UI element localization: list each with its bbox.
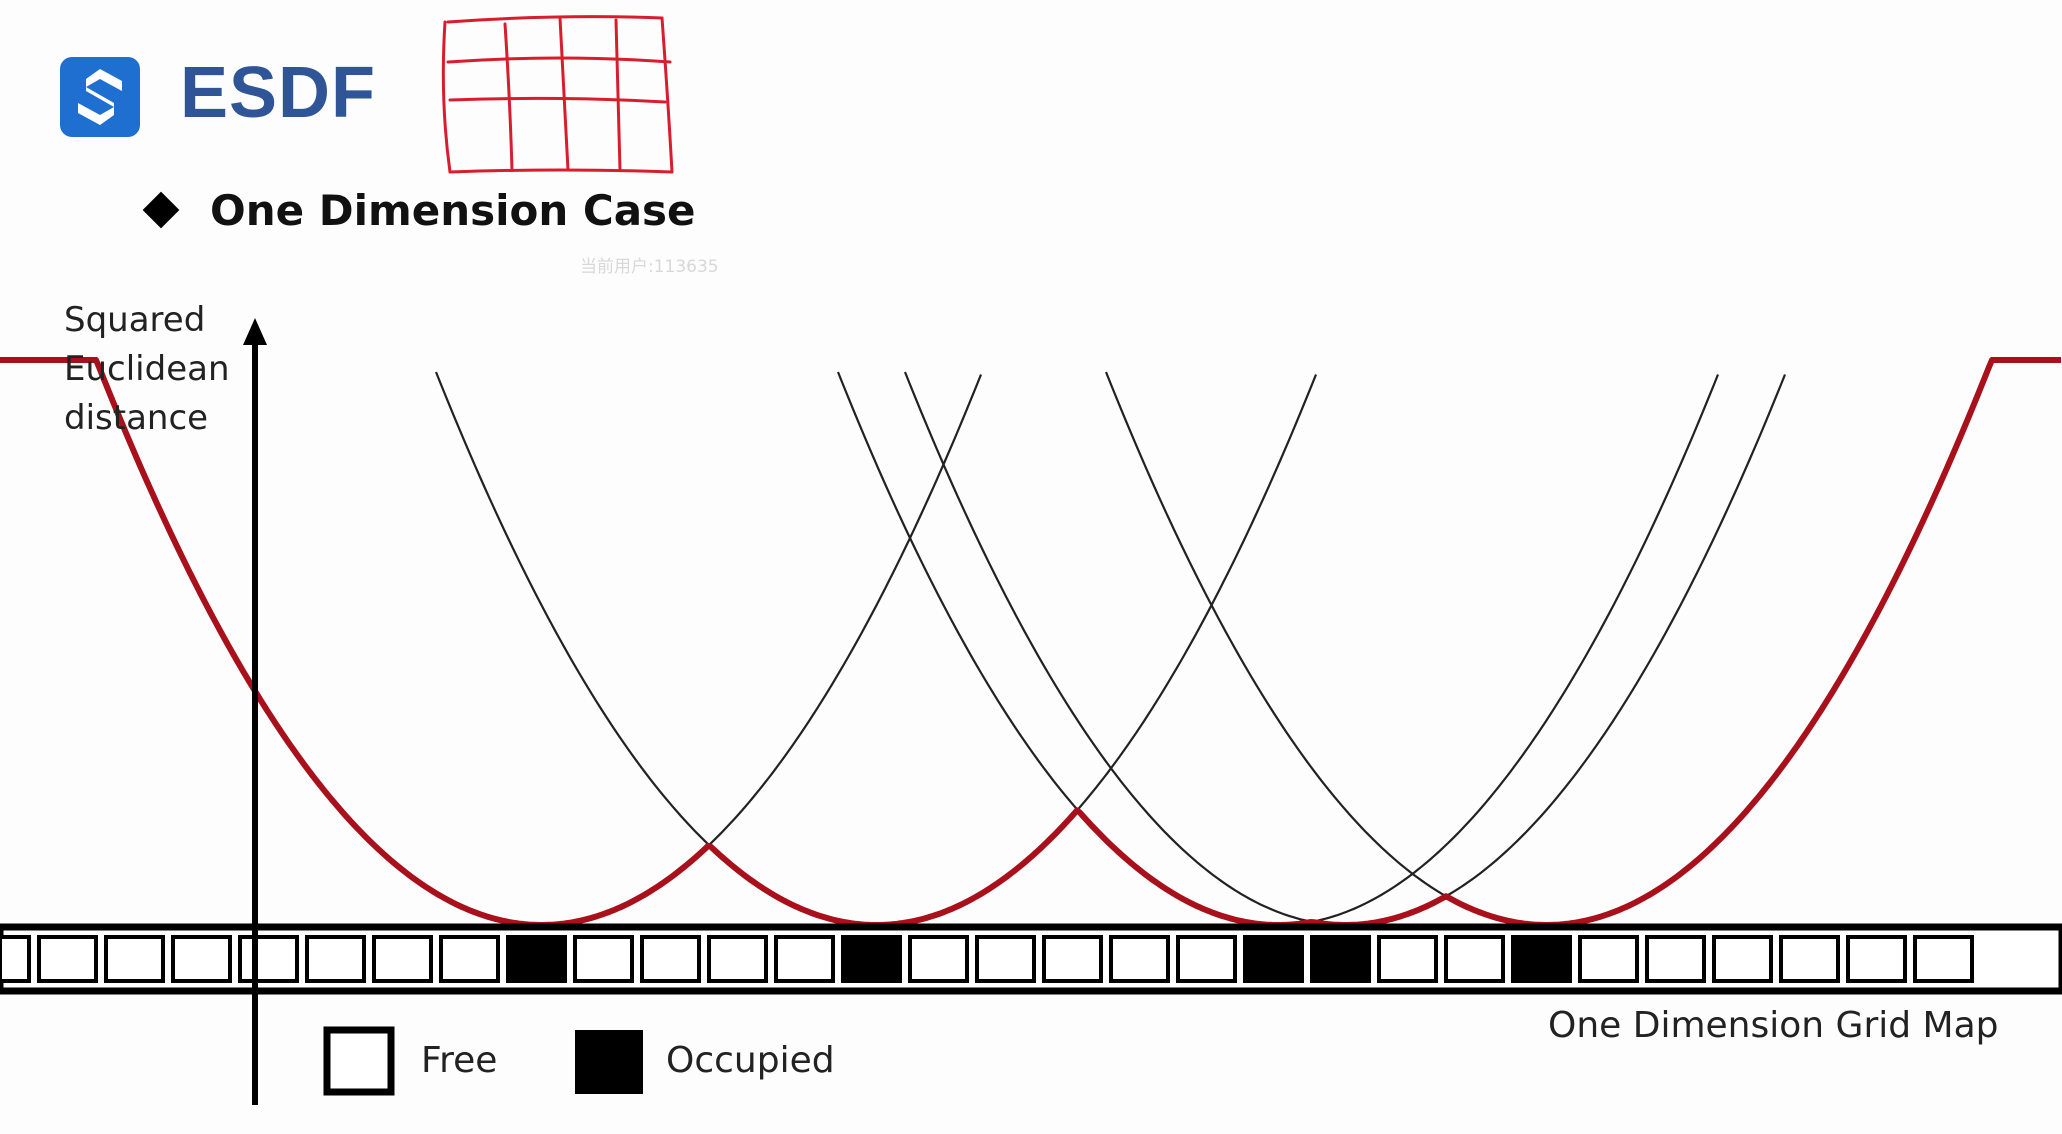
free-cell <box>0 935 31 983</box>
lower-envelope-layer <box>0 357 2061 928</box>
free-cell <box>104 935 165 983</box>
bullet-text: One Dimension Case <box>210 185 696 235</box>
sketch-grid-line <box>503 22 514 172</box>
diamond-bullet-icon <box>142 191 180 229</box>
y-axis <box>243 318 267 1105</box>
sketch-grid-line <box>660 16 674 174</box>
free-cell <box>1712 935 1773 983</box>
free-cell <box>305 935 366 983</box>
free-cell <box>1578 935 1639 983</box>
occupied-cell <box>841 935 902 983</box>
legend <box>323 1026 643 1096</box>
sketch-grid-line <box>448 168 674 174</box>
page-title: ESDF <box>180 53 377 133</box>
free-cell <box>1913 935 1974 983</box>
y-axis-label-line: Euclidean <box>64 349 230 389</box>
free-cell <box>439 935 500 983</box>
free-cell <box>1042 935 1103 983</box>
hand-drawn-grid-sketch <box>441 15 674 174</box>
grid-map-caption: One Dimension Grid Map <box>1548 1005 1999 1046</box>
free-cell <box>372 935 433 983</box>
free-cell <box>37 935 98 983</box>
distance-parabola <box>1104 371 1988 927</box>
y-axis-label-line: distance <box>64 398 209 438</box>
free-cell <box>975 935 1036 983</box>
sketch-grid-line <box>446 15 664 24</box>
sketch-grid-line <box>441 20 452 174</box>
free-cell <box>908 935 969 983</box>
free-cell <box>238 935 299 983</box>
s-logo-icon <box>60 57 140 137</box>
free-cell <box>640 935 701 983</box>
occupied-cell <box>506 935 567 983</box>
occupied-cell <box>1243 935 1304 983</box>
sketch-grid-line <box>614 18 622 172</box>
sketch-grid-line <box>558 16 570 172</box>
distance-parabola <box>836 371 1720 927</box>
watermark: 当前用户:113635 <box>580 257 719 277</box>
free-cell <box>573 935 634 983</box>
grid-strip <box>0 923 2062 995</box>
occupied-cell <box>1511 935 1572 983</box>
bullet-item: One Dimension Case <box>140 180 696 240</box>
y-axis-label-line: Squared <box>64 300 206 340</box>
y-axis-arrowhead <box>243 318 267 345</box>
legend-occupied-swatch <box>575 1030 643 1094</box>
free-cell <box>171 935 232 983</box>
legend-free-label: Free <box>421 1040 498 1081</box>
free-cell <box>1109 935 1170 983</box>
free-cell <box>1377 935 1438 983</box>
y-axis-label: Squared Euclidean distance <box>64 296 230 443</box>
free-cell <box>707 935 768 983</box>
free-cell <box>1444 935 1505 983</box>
legend-free-swatch <box>323 1026 395 1096</box>
distance-parabola <box>434 371 1318 927</box>
distance-parabola <box>903 371 1787 927</box>
free-cell <box>1779 935 1840 983</box>
esdf-envelope-curve <box>0 357 2061 928</box>
sketch-grid-line <box>446 56 672 64</box>
free-cell <box>774 935 835 983</box>
sketch-grid-line <box>448 96 667 104</box>
legend-occupied-label: Occupied <box>666 1040 835 1081</box>
free-cell <box>1645 935 1706 983</box>
free-cell <box>1846 935 1907 983</box>
occupied-cell <box>1310 935 1371 983</box>
free-cell <box>1176 935 1237 983</box>
